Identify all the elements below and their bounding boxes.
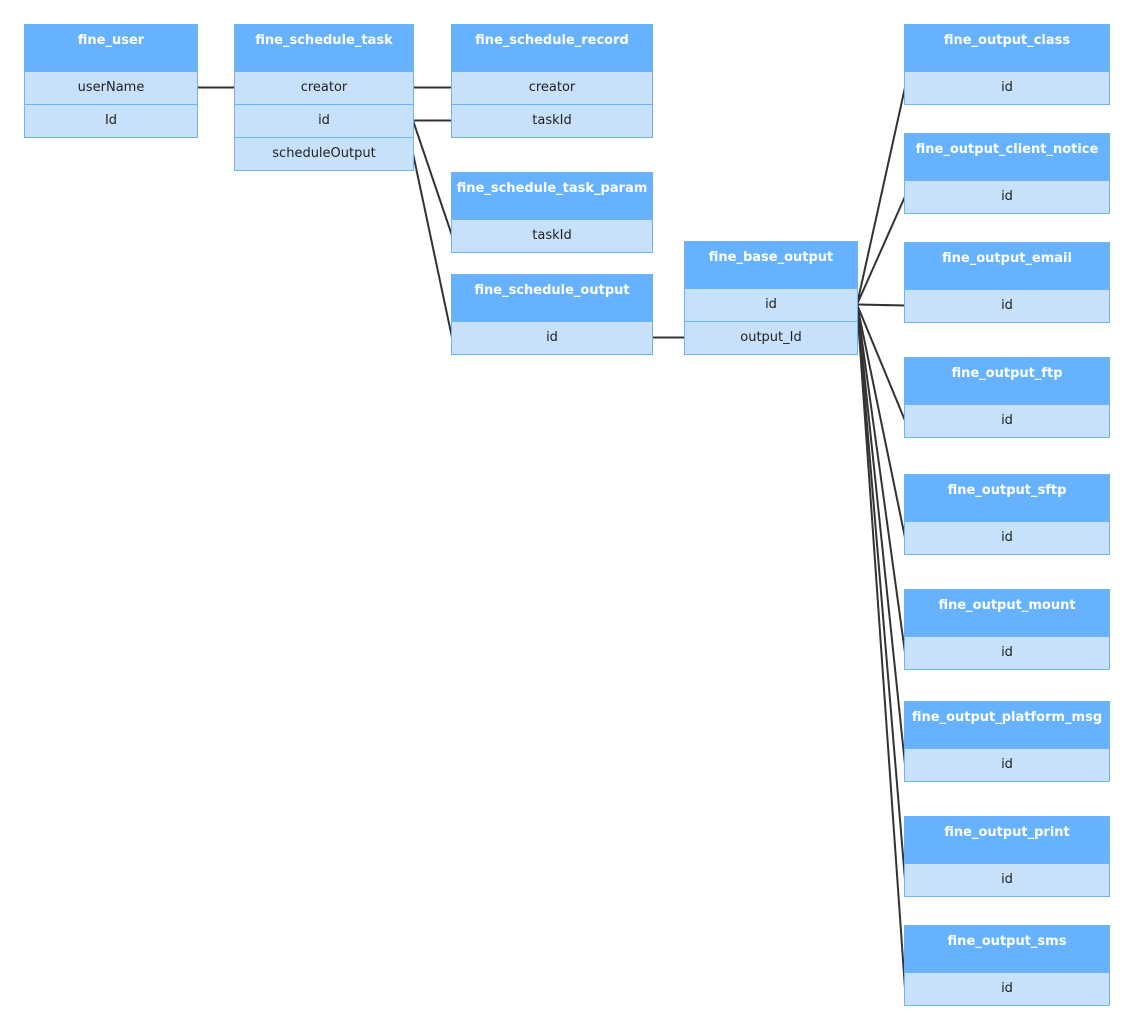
relation-line bbox=[856, 304, 906, 538]
table-header: fine_schedule_output bbox=[452, 275, 652, 321]
table-fine_base_output[interactable]: fine_base_output id output_Id bbox=[684, 241, 858, 355]
table-fine_output_sms[interactable]: fine_output_sms id bbox=[904, 925, 1110, 1006]
table-fine_output_sftp[interactable]: fine_output_sftp id bbox=[904, 474, 1110, 555]
field-id[interactable]: id bbox=[685, 288, 857, 321]
field-creator[interactable]: creator bbox=[235, 71, 413, 104]
table-fine_output_ftp[interactable]: fine_output_ftp id bbox=[904, 357, 1110, 438]
field-Id[interactable]: Id bbox=[25, 104, 197, 137]
table-header: fine_output_platform_msg bbox=[905, 702, 1109, 748]
table-fine_schedule_output[interactable]: fine_schedule_output id bbox=[451, 274, 653, 355]
relation-line bbox=[856, 87, 906, 305]
relation-line bbox=[856, 304, 906, 653]
relation-line bbox=[856, 304, 906, 880]
field-creator[interactable]: creator bbox=[452, 71, 652, 104]
table-fine_output_client_notice[interactable]: fine_output_client_notice id bbox=[904, 133, 1110, 214]
field-id[interactable]: id bbox=[905, 180, 1109, 213]
table-header: fine_output_ftp bbox=[905, 358, 1109, 404]
relation-line bbox=[856, 304, 906, 989]
table-header: fine_output_client_notice bbox=[905, 134, 1109, 180]
table-fine_user[interactable]: fine_user userName Id bbox=[24, 24, 198, 138]
table-header: fine_schedule_record bbox=[452, 25, 652, 71]
relation-line bbox=[856, 304, 906, 421]
field-output_Id[interactable]: output_Id bbox=[685, 321, 857, 354]
field-id[interactable]: id bbox=[905, 404, 1109, 437]
table-fine_output_class[interactable]: fine_output_class id bbox=[904, 24, 1110, 105]
table-header: fine_output_print bbox=[905, 817, 1109, 863]
field-id[interactable]: id bbox=[905, 636, 1109, 669]
table-fine_schedule_record[interactable]: fine_schedule_record creator taskId bbox=[451, 24, 653, 138]
field-id[interactable]: id bbox=[905, 71, 1109, 104]
relation-line bbox=[412, 120, 453, 236]
field-taskId[interactable]: taskId bbox=[452, 219, 652, 252]
table-header: fine_schedule_task bbox=[235, 25, 413, 71]
table-header: fine_output_sms bbox=[905, 926, 1109, 972]
table-header: fine_output_sftp bbox=[905, 475, 1109, 521]
field-id[interactable]: id bbox=[905, 521, 1109, 554]
table-header: fine_schedule_task_param bbox=[452, 173, 652, 219]
table-fine_schedule_task[interactable]: fine_schedule_task creator id scheduleOu… bbox=[234, 24, 414, 171]
table-header: fine_user bbox=[25, 25, 197, 71]
table-fine_schedule_task_param[interactable]: fine_schedule_task_param taskId bbox=[451, 172, 653, 253]
field-id[interactable]: id bbox=[905, 863, 1109, 896]
table-fine_output_print[interactable]: fine_output_print id bbox=[904, 816, 1110, 897]
relation-line bbox=[856, 303, 906, 307]
table-header: fine_base_output bbox=[685, 242, 857, 288]
field-id[interactable]: id bbox=[452, 321, 652, 354]
field-userName[interactable]: userName bbox=[25, 71, 197, 104]
table-header: fine_output_email bbox=[905, 243, 1109, 289]
relation-line bbox=[856, 304, 906, 765]
field-id[interactable]: id bbox=[905, 972, 1109, 1005]
field-scheduleOutput[interactable]: scheduleOutput bbox=[235, 137, 413, 170]
relation-line bbox=[412, 153, 453, 338]
field-id[interactable]: id bbox=[235, 104, 413, 137]
table-fine_output_platform_msg[interactable]: fine_output_platform_msg id bbox=[904, 701, 1110, 782]
field-id[interactable]: id bbox=[905, 748, 1109, 781]
field-taskId[interactable]: taskId bbox=[452, 104, 652, 137]
table-fine_output_email[interactable]: fine_output_email id bbox=[904, 242, 1110, 323]
table-header: fine_output_class bbox=[905, 25, 1109, 71]
table-header: fine_output_mount bbox=[905, 590, 1109, 636]
field-id[interactable]: id bbox=[905, 289, 1109, 322]
relation-line bbox=[856, 196, 906, 305]
table-fine_output_mount[interactable]: fine_output_mount id bbox=[904, 589, 1110, 670]
